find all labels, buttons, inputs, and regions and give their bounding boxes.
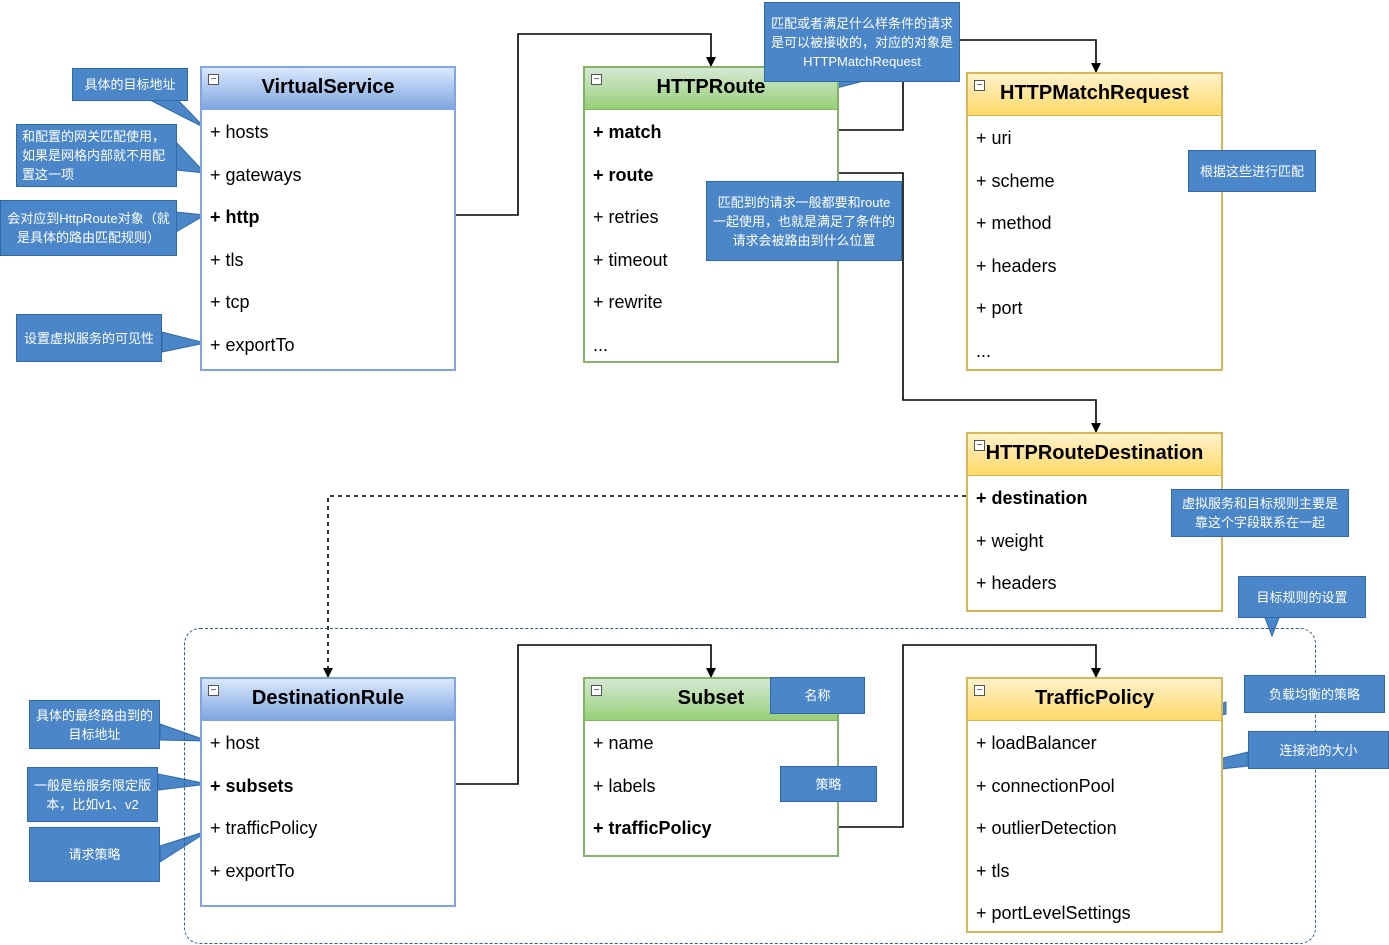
subset-title: Subset <box>677 687 745 709</box>
virtual-service-box: − VirtualService + hosts + gateways + ht… <box>200 66 456 371</box>
http-match-request-box: − HTTPMatchRequest + uri + scheme + meth… <box>966 72 1223 371</box>
field-destination: + destination <box>976 488 1088 508</box>
field-gateways: + gateways <box>210 165 302 185</box>
note-match-condition: 匹配或者满足什么样条件的请求是可以被接收的，对应的对象是HTTPMatchReq… <box>764 2 960 82</box>
note-final-route-target: 具体的最终路由到的目标地址 <box>29 700 160 749</box>
connector-route-to-destination <box>839 172 1101 433</box>
field-portlevelsettings: + portLevelSettings <box>976 903 1131 923</box>
traffic-policy-box: − TrafficPolicy + loadBalancer + connect… <box>966 677 1223 933</box>
note-destination-link: 虚拟服务和目标规则主要是靠这个字段联系在一起 <box>1171 489 1349 537</box>
collapse-icon[interactable]: − <box>974 80 985 91</box>
field-tls: + tls <box>976 861 1010 881</box>
http-match-request-header: − HTTPMatchRequest <box>968 74 1221 116</box>
field-ellipsis: ... <box>976 341 992 361</box>
note-http-route-obj: 会对应到HttpRoute对象（就是具体的路由匹配规则） <box>0 200 177 256</box>
collapse-icon[interactable]: − <box>208 685 219 696</box>
collapse-icon[interactable]: − <box>591 685 602 696</box>
field-scheme: + scheme <box>976 171 1055 191</box>
destination-rule-header: − DestinationRule <box>202 679 454 721</box>
field-rewrite: + rewrite <box>593 292 663 312</box>
field-exportto: + exportTo <box>210 335 295 355</box>
virtual-service-header: − VirtualService <box>202 68 454 110</box>
field-timeout: + timeout <box>593 250 668 270</box>
field-outlierdetection: + outlierDetection <box>976 818 1117 838</box>
collapse-icon[interactable]: − <box>591 74 602 85</box>
field-headers: + headers <box>976 573 1057 593</box>
field-headers: + headers <box>976 256 1057 276</box>
field-trafficpolicy: + trafficPolicy <box>210 818 318 838</box>
field-ellipsis: ... <box>593 335 609 355</box>
note-policy-desc: 策略 <box>780 766 877 802</box>
field-http: + http <box>210 207 260 227</box>
http-match-request-title: HTTPMatchRequest <box>1000 82 1189 104</box>
note-subsets-desc: 一般是给服务限定版本，比如v1、v2 <box>27 767 158 822</box>
note-pointer-visibility <box>161 331 206 353</box>
traffic-policy-header: − TrafficPolicy <box>968 679 1221 721</box>
traffic-policy-title: TrafficPolicy <box>1035 687 1154 709</box>
field-name: + name <box>593 733 654 753</box>
note-visibility: 设置虚拟服务的可见性 <box>16 314 162 362</box>
note-pool-desc: 连接池的大小 <box>1248 731 1389 769</box>
connector-http-to-httproute <box>456 33 716 216</box>
note-name-desc: 名称 <box>770 677 865 714</box>
field-subsets: + subsets <box>210 776 294 796</box>
field-tcp: + tcp <box>210 292 250 312</box>
field-method: + method <box>976 213 1052 233</box>
http-route-destination-title: HTTPRouteDestination <box>985 442 1204 464</box>
note-request-policy: 请求策略 <box>29 827 160 882</box>
note-gateway-match: 和配置的网关匹配使用，如果是网格内部就不用配置这一项 <box>16 124 177 187</box>
field-labels: + labels <box>593 776 656 796</box>
destination-rule-title: DestinationRule <box>251 687 405 709</box>
field-port: + port <box>976 298 1023 318</box>
field-retries: + retries <box>593 207 659 227</box>
collapse-icon[interactable]: − <box>208 74 219 85</box>
field-loadbalancer: + loadBalancer <box>976 733 1097 753</box>
virtual-service-title: VirtualService <box>261 76 395 98</box>
field-connectionpool: + connectionPool <box>976 776 1115 796</box>
note-pointer-subsets-desc <box>157 773 209 791</box>
note-target-address: 具体的目标地址 <box>72 68 188 101</box>
destination-rule-box: − DestinationRule + host + subsets + tra… <box>200 677 456 907</box>
field-route: + route <box>593 165 654 185</box>
field-weight: + weight <box>976 531 1044 551</box>
field-exportto: + exportTo <box>210 861 295 881</box>
note-pointer-request-policy <box>159 829 211 863</box>
field-host: + host <box>210 733 260 753</box>
note-route-usage: 匹配到的请求一般都要和route一起使用，也就是满足了条件的请求会被路由到什么位… <box>706 181 902 261</box>
note-lb-desc: 负载均衡的策略 <box>1244 675 1385 713</box>
note-dr-settings: 目标规则的设置 <box>1238 576 1366 618</box>
field-uri: + uri <box>976 128 1012 148</box>
connector-subsets-to-subset <box>456 644 716 785</box>
note-match-by: 根据这些进行匹配 <box>1188 150 1316 192</box>
connector-subset-policy-to-trafficpolicy <box>839 644 1101 828</box>
field-match: + match <box>593 122 662 142</box>
destination-rule-group <box>184 628 1316 944</box>
http-route-destination-header: − HTTPRouteDestination <box>968 434 1221 476</box>
collapse-icon[interactable]: − <box>974 440 985 451</box>
collapse-icon[interactable]: − <box>974 685 985 696</box>
field-trafficpolicy: + trafficPolicy <box>593 818 712 838</box>
field-hosts: + hosts <box>210 122 269 142</box>
http-route-title: HTTPRoute <box>656 76 766 98</box>
field-tls: + tls <box>210 250 244 270</box>
